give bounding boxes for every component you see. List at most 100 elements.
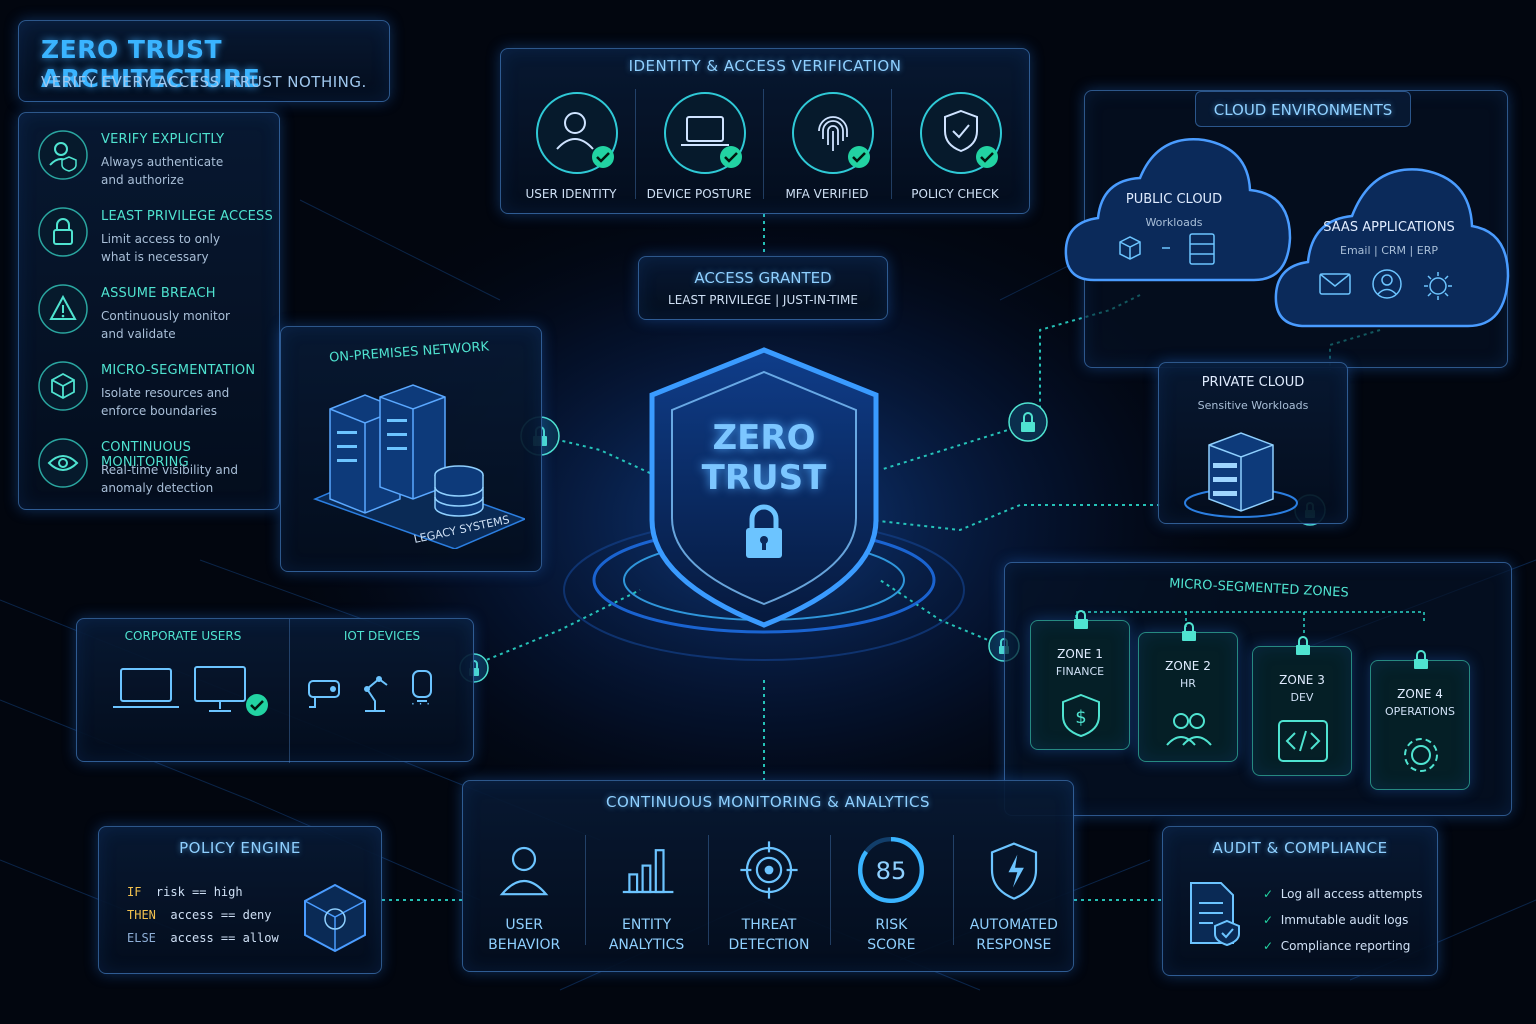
- identity-item-user: USER IDENTITY: [507, 49, 635, 215]
- access-granted-subtitle: LEAST PRIVILEGE | JUST-IN-TIME: [668, 293, 858, 307]
- zone-lock-icon: [1296, 636, 1310, 655]
- link-onprem-core: [541, 435, 666, 481]
- principle-least-privilege: LEAST PRIVILEGE ACCESS Limit access to o…: [19, 196, 281, 272]
- audit-compliance-panel: AUDIT & COMPLIANCE ✓ Log all access atte…: [1162, 826, 1438, 976]
- private-server-icon: [1184, 432, 1298, 518]
- zone-card-3: ZONE 3 DEV: [1252, 636, 1352, 776]
- access-granted-panel: ACCESS GRANTED LEAST PRIVILEGE | JUST-IN…: [638, 256, 888, 320]
- link-zones-core: [879, 579, 1001, 646]
- user-icon: [536, 92, 618, 174]
- identity-label: POLICY CHECK: [911, 187, 999, 201]
- zone-dept: DEV: [1290, 691, 1314, 704]
- policy-line-else: ELSE access == allow: [127, 931, 279, 945]
- principle-title: VERIFY EXPLICITLY: [101, 132, 225, 147]
- saas-title: SAAS APPLICATIONS: [1323, 220, 1455, 235]
- on-premises-panel: ON-PREMISES NETWORK LEGACY SYSTEMS: [280, 326, 542, 572]
- title-panel: ZERO TRUST ARCHITECTURE VERIFY EVERY ACC…: [18, 20, 390, 102]
- risk-gauge-arc: [858, 837, 925, 903]
- page-subtitle: VERIFY EVERY ACCESS. TRUST NOTHING.: [41, 73, 367, 91]
- zone-card-4: ZONE 4 OPERATIONS: [1370, 650, 1470, 790]
- audit-item: ✓ Log all access attempts: [1263, 887, 1423, 901]
- public-cloud-subtitle: Workloads: [1145, 216, 1203, 229]
- identity-label: DEVICE POSTURE: [646, 187, 752, 201]
- risk-score-value: 85: [876, 857, 907, 885]
- cube-icon: [38, 361, 88, 411]
- zone-lock-icon: [1074, 610, 1088, 629]
- smart-device-icon: [412, 670, 432, 702]
- saas-cloud-graphic: [1274, 168, 1510, 328]
- private-cloud-title: PRIVATE CLOUD: [1201, 375, 1305, 390]
- link-private-core: [869, 504, 1160, 532]
- identity-panel-title: IDENTITY & ACCESS VERIFICATION: [628, 57, 902, 75]
- lightning-shield-icon: [990, 842, 1037, 900]
- svg-text:$: $: [1075, 707, 1086, 728]
- separator: [707, 835, 709, 945]
- audit-list: ✓ Log all access attempts ✓ Immutable au…: [1263, 881, 1422, 959]
- zone-lock-icon: [1182, 622, 1196, 641]
- page-title: ZERO TRUST ARCHITECTURE: [41, 35, 261, 93]
- separator: [585, 835, 587, 945]
- audit-title: AUDIT & COMPLIANCE: [1212, 839, 1388, 857]
- iot-camera-icon: [308, 680, 340, 708]
- principle-title: LEAST PRIVILEGE ACCESS: [101, 209, 273, 224]
- zone-name: ZONE 4: [1397, 687, 1443, 701]
- separator: [763, 89, 764, 199]
- padlock-icon: [38, 207, 88, 257]
- policy-engine-panel: POLICY ENGINE IF risk == high THEN acces…: [98, 826, 382, 974]
- zone-card-2: ZONE 2 HR: [1138, 622, 1238, 762]
- code-icon: [1278, 720, 1328, 762]
- iot-devices-title: IOT DEVICES: [343, 629, 421, 643]
- zone-dept: FINANCE: [1055, 665, 1105, 678]
- public-cloud-title: PUBLIC CLOUD: [1125, 192, 1223, 207]
- public-cloud-graphic: [1064, 138, 1292, 282]
- laptop-icon: [664, 92, 746, 174]
- link-users-core: [473, 589, 641, 666]
- eye-icon: [38, 438, 88, 488]
- policy-engine-title: POLICY ENGINE: [179, 839, 301, 857]
- warning-triangle-icon: [38, 284, 88, 334]
- saas-subtitle: Email | CRM | ERP: [1340, 244, 1438, 257]
- server-rack-icon: [312, 384, 525, 549]
- on-premises-title: ON-PREMISES NETWORK: [328, 339, 490, 366]
- target-icon: [740, 841, 798, 899]
- separator: [635, 89, 636, 199]
- principle-micro-segmentation: MICRO-SEGMENTATION Isolate resources and…: [19, 350, 281, 426]
- laptop-icon: [113, 668, 179, 708]
- bar-chart-icon: [622, 849, 673, 894]
- separator: [891, 89, 892, 199]
- identity-label: MFA VERIFIED: [785, 187, 869, 201]
- identity-item-device: DEVICE POSTURE: [635, 49, 763, 215]
- users-devices-panel: CORPORATE USERS IOT DEVICES · · ·: [76, 618, 474, 763]
- private-cloud-subtitle: Sensitive Workloads: [1197, 399, 1309, 412]
- desktop-monitor-icon: [194, 666, 268, 716]
- policy-code: IF risk == high THEN access == deny ELSE…: [127, 881, 279, 950]
- document-shield-icon: [1190, 882, 1240, 947]
- monitoring-title: CONTINUOUS MONITORING & ANALYTICS: [606, 793, 930, 811]
- identity-label: USER IDENTITY: [525, 187, 617, 201]
- principle-title: MICRO-SEGMENTATION: [101, 363, 256, 378]
- private-cloud-panel: PRIVATE CLOUD Sensitive Workloads: [1158, 362, 1348, 524]
- zones-title: MICRO-SEGMENTED ZONES: [1168, 576, 1350, 601]
- cloud-environments-title: CLOUD ENVIRONMENTS: [1213, 101, 1393, 119]
- principle-continuous-monitoring: CONTINUOUS MONITORING Real-time visibili…: [19, 427, 281, 503]
- zone-card-1: ZONE 1 FINANCE $: [1030, 610, 1130, 750]
- separator: [830, 835, 832, 945]
- user-shield-icon: [38, 130, 88, 180]
- zone-name: ZONE 1: [1057, 647, 1103, 661]
